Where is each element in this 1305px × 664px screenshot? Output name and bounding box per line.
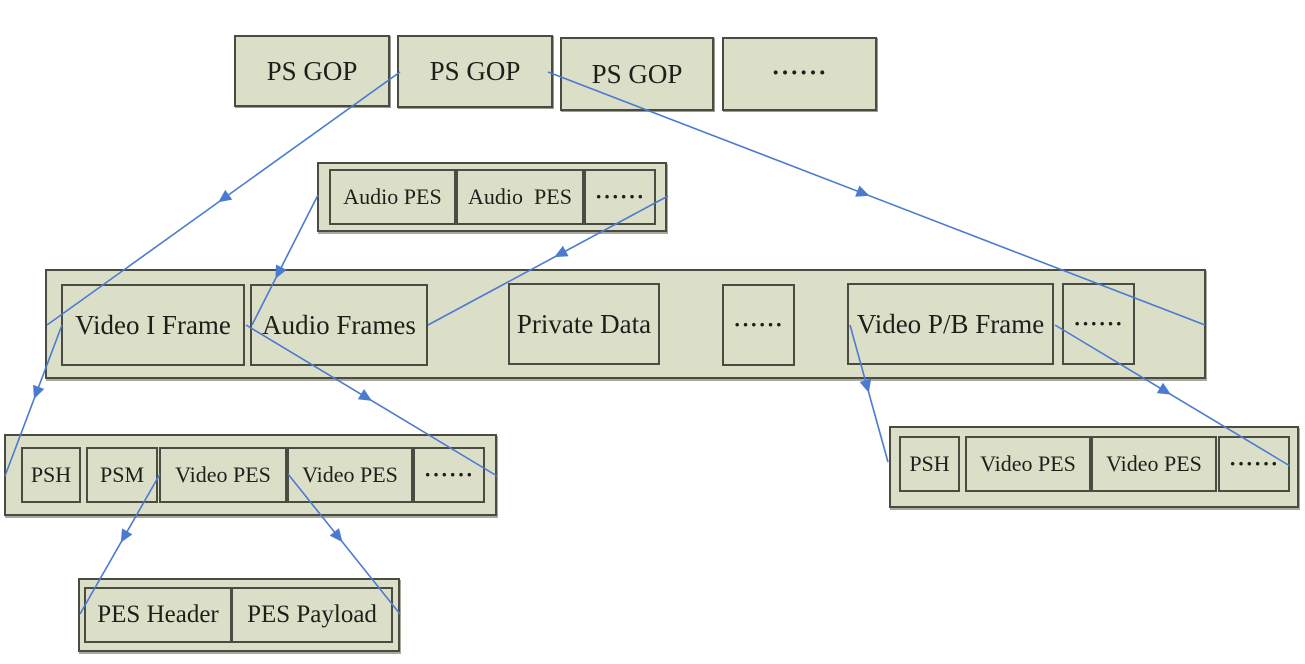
audio-pes-ellipsis: ······ <box>594 184 646 209</box>
i-psm-label: PSM <box>99 462 145 487</box>
gop-ellipsis-box-2: ······ <box>1062 283 1135 365</box>
ps-gop-label-1: PS GOP <box>266 55 358 86</box>
video-pb-frame-label: Video P/B Frame <box>856 308 1045 339</box>
private-data-box: Private Data <box>508 283 660 365</box>
pes-payload-box: PES Payload <box>231 587 393 643</box>
audio-pes-label-2: Audio PES <box>468 184 572 209</box>
gop-ellipsis-2: ······ <box>1073 311 1124 336</box>
video-i-frame-box: Video I Frame <box>61 284 245 366</box>
audio-frames-box: Audio Frames <box>250 284 428 366</box>
gop-to-contents-left-arrowhead-icon <box>218 189 233 203</box>
gop-to-contents-right-arrowhead-icon <box>855 185 870 197</box>
video-pes-to-pes-left-arrowhead-icon <box>120 528 133 543</box>
audio-pes-box-2: Audio PES <box>456 169 584 225</box>
ps-gop-ellipsis: ······ <box>771 60 828 87</box>
ps-gop-box-2: PS GOP <box>397 35 553 108</box>
audio-pes-box-1: Audio PES <box>329 169 456 225</box>
audio-pes-ellipsis-box: ······ <box>584 169 656 225</box>
pb-psh-label: PSH <box>909 451 950 476</box>
gop-ellipsis-1: ······ <box>733 312 784 337</box>
private-data-label: Private Data <box>516 308 652 339</box>
pb-frame-to-packet-left-arrowhead-icon <box>859 378 872 393</box>
pes-header-label: PES Header <box>97 601 219 628</box>
video-pb-frame-box: Video P/B Frame <box>847 283 1054 365</box>
ps-gop-ellipsis-box: ······ <box>722 37 877 111</box>
pb-psh-box: PSH <box>899 436 960 492</box>
i-video-pes-label-1: Video PES <box>175 462 271 487</box>
pes-header-box: PES Header <box>84 587 232 643</box>
gop-ellipsis-box-1: ······ <box>722 284 795 366</box>
i-psh-label: PSH <box>30 462 72 487</box>
ps-gop-label-3: PS GOP <box>591 58 683 89</box>
pb-video-pes-label-1: Video PES <box>980 451 1076 476</box>
pes-payload-label: PES Payload <box>247 601 377 628</box>
pb-packet-ellipsis-box: ······ <box>1218 436 1290 492</box>
i-video-pes-box-1: Video PES <box>159 447 287 503</box>
i-psm-box: PSM <box>86 447 158 503</box>
pb-packet-ellipsis: ······ <box>1228 451 1280 476</box>
i-packet-ellipsis-box: ······ <box>413 447 485 503</box>
i-frame-to-packet-left-arrowhead-icon <box>33 384 45 400</box>
i-video-pes-label-2: Video PES <box>302 462 398 487</box>
pb-video-pes-box-2: Video PES <box>1091 436 1217 492</box>
audio-frames-to-audio-pes-right-arrowhead-icon <box>554 245 569 258</box>
pb-video-pes-box-1: Video PES <box>965 436 1091 492</box>
i-video-pes-box-2: Video PES <box>287 447 413 503</box>
audio-pes-label-1: Audio PES <box>343 184 442 209</box>
i-psh-box: PSH <box>21 447 81 503</box>
i-packet-ellipsis: ······ <box>423 462 475 487</box>
pb-video-pes-label-2: Video PES <box>1106 451 1202 476</box>
i-frame-to-packet-right-arrowhead-icon <box>357 388 373 401</box>
ps-gop-box-3: PS GOP <box>560 37 714 111</box>
pb-frame-to-packet-right-arrowhead-icon <box>1156 382 1172 395</box>
video-i-frame-label: Video I Frame <box>75 309 231 340</box>
ps-gop-label-2: PS GOP <box>429 56 521 86</box>
video-pes-to-pes-right-arrowhead-icon <box>329 528 343 543</box>
audio-frames-label: Audio Frames <box>262 309 416 340</box>
ps-gop-box-1: PS GOP <box>234 35 390 107</box>
